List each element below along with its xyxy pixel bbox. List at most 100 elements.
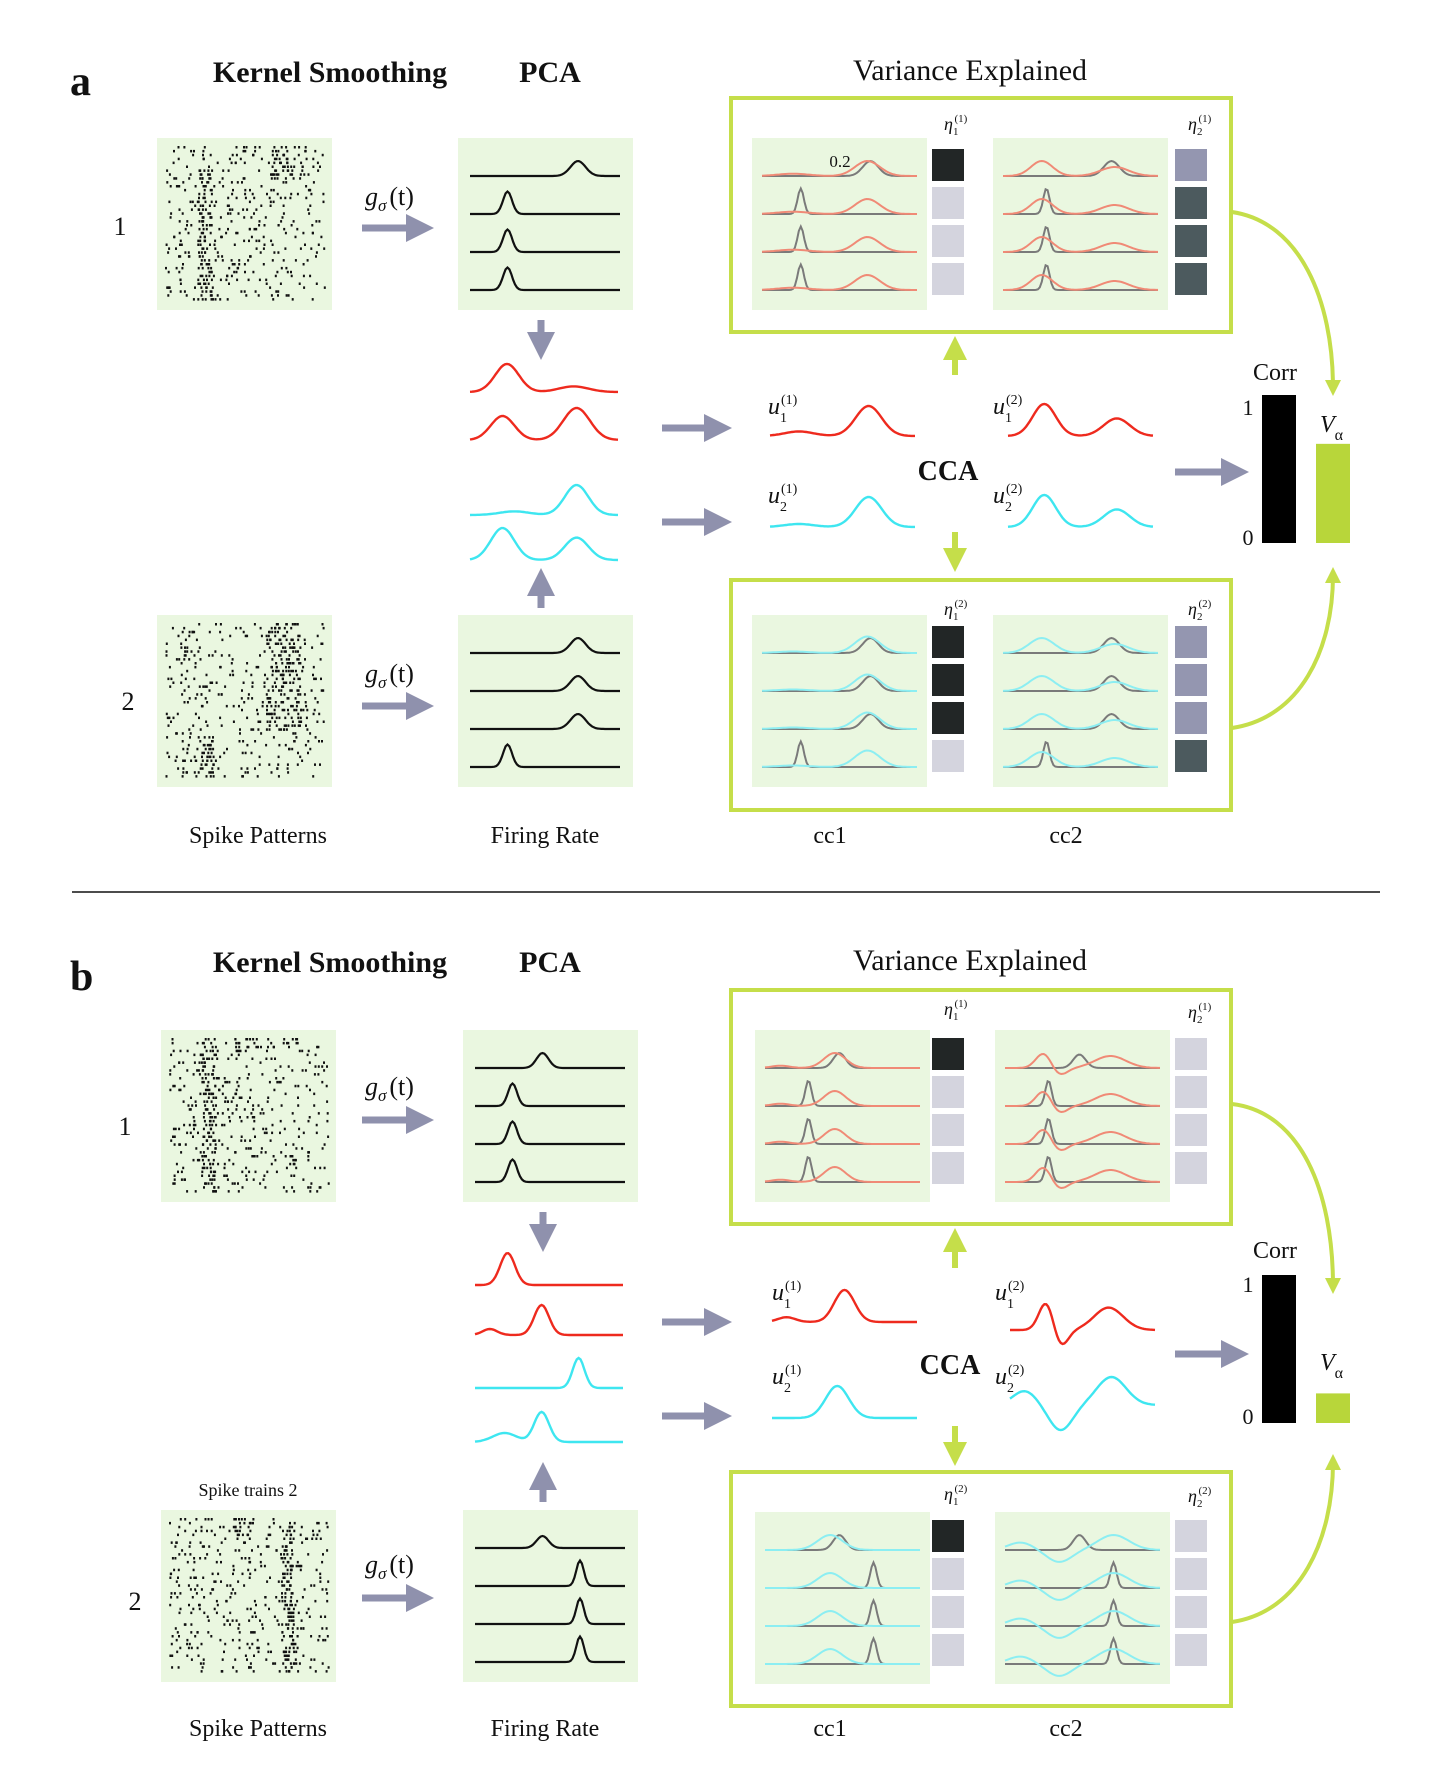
spike-tick	[241, 751, 244, 755]
spike-tick	[294, 1658, 297, 1661]
spike-tick	[232, 1666, 235, 1669]
spike-tick	[188, 728, 191, 731]
spike-tick	[200, 1670, 203, 1673]
spike-tick	[269, 1533, 272, 1537]
spike-tick	[183, 1084, 186, 1088]
spike-tick	[286, 1529, 289, 1533]
spike-tick	[247, 697, 250, 700]
spike-tick	[269, 701, 272, 704]
spike-tick	[250, 1631, 253, 1634]
heading-pca: PCA	[519, 56, 581, 89]
spike-tick	[296, 1635, 299, 1638]
spike-tick	[265, 693, 268, 696]
spike-tick	[304, 1069, 307, 1072]
spike-tick	[198, 1158, 201, 1162]
spike-tick	[291, 1603, 293, 1607]
spike-tick	[217, 1572, 220, 1576]
spike-tick	[259, 654, 261, 657]
spike-tick	[297, 1670, 300, 1673]
spike-tick	[201, 1170, 204, 1174]
spike-tick	[261, 704, 264, 708]
spike-tick	[202, 743, 205, 747]
spike-tick	[207, 1518, 210, 1521]
spike-tick	[326, 1112, 329, 1115]
spike-tick	[266, 638, 269, 642]
spike-tick	[230, 662, 233, 665]
variance-square	[932, 626, 964, 658]
spike-tick	[172, 1049, 175, 1053]
spike-tick	[171, 1038, 174, 1041]
spike-tick	[242, 208, 245, 211]
variance-square	[1175, 149, 1207, 181]
spike-tick	[175, 1541, 178, 1544]
spike-tick	[206, 1529, 208, 1533]
spike-tick	[249, 1038, 252, 1041]
spike-tick	[198, 1607, 201, 1611]
spike-tick	[211, 740, 214, 743]
spike-tick	[264, 1186, 267, 1189]
scale-label: 0.2	[829, 152, 850, 171]
spike-tick	[215, 1104, 217, 1107]
spike-tick	[202, 185, 205, 188]
spike-tick	[252, 270, 255, 274]
variance-frame-1	[729, 96, 1233, 334]
spike-tick	[212, 1065, 215, 1068]
spike-tick	[258, 220, 261, 223]
variance-square	[932, 1520, 964, 1552]
gray-curve	[762, 738, 917, 768]
spike-tick	[186, 646, 189, 649]
svg-text:gσ(t): gσ(t)	[365, 1072, 414, 1105]
spike-tick	[284, 650, 287, 653]
pca-curve-red	[469, 406, 619, 441]
spike-tick	[211, 169, 214, 172]
spike-tick	[311, 1537, 314, 1540]
spike-tick	[280, 1557, 283, 1560]
spike-tick	[276, 177, 279, 180]
spike-tick	[281, 673, 284, 677]
projection-curve	[1002, 674, 1158, 692]
spike-tick	[235, 1670, 238, 1673]
spike-tick	[204, 185, 207, 188]
spike-tick	[294, 1084, 297, 1088]
spike-tick	[321, 1588, 324, 1591]
spike-tick	[288, 747, 291, 751]
spike-tick	[193, 1061, 196, 1064]
spike-tick	[265, 1545, 268, 1548]
spike-tick	[248, 1666, 251, 1669]
spike-tick	[282, 1560, 285, 1564]
spike-tick	[271, 650, 274, 653]
spike-tick	[244, 1541, 246, 1544]
spike-tick	[199, 274, 202, 278]
firing-rate-curve	[470, 712, 620, 731]
spike-tick	[172, 1127, 175, 1131]
spike-tick	[284, 646, 287, 649]
spike-tick	[200, 294, 203, 297]
spike-tick	[193, 630, 196, 634]
spike-tick	[285, 1623, 288, 1626]
spike-tick	[264, 673, 266, 677]
spike-tick	[302, 1627, 305, 1630]
spike-tick	[282, 259, 285, 262]
row-label-1: 1	[119, 1112, 132, 1141]
spike-tick	[275, 677, 278, 681]
spike-tick	[193, 1560, 196, 1564]
spike-tick	[227, 196, 230, 200]
spike-tick	[170, 1053, 173, 1057]
spike-tick	[230, 274, 233, 278]
spike-tick	[272, 1521, 275, 1525]
spike-tick	[306, 1537, 309, 1540]
spike-tick	[207, 1096, 210, 1099]
projection-curve	[1005, 1090, 1160, 1114]
spike-tick	[288, 665, 290, 669]
spike-tick	[174, 759, 177, 762]
spike-tick	[211, 1151, 214, 1154]
spike-tick	[287, 169, 290, 172]
spike-tick	[184, 251, 187, 254]
pca-curve-cyan	[469, 526, 619, 562]
variance-square	[932, 1596, 964, 1628]
spike-tick	[294, 1158, 297, 1162]
cca-curve-u1-2	[1010, 1302, 1156, 1346]
spike-tick	[312, 181, 315, 184]
spike-tick	[274, 1057, 276, 1060]
spike-tick	[283, 626, 286, 630]
